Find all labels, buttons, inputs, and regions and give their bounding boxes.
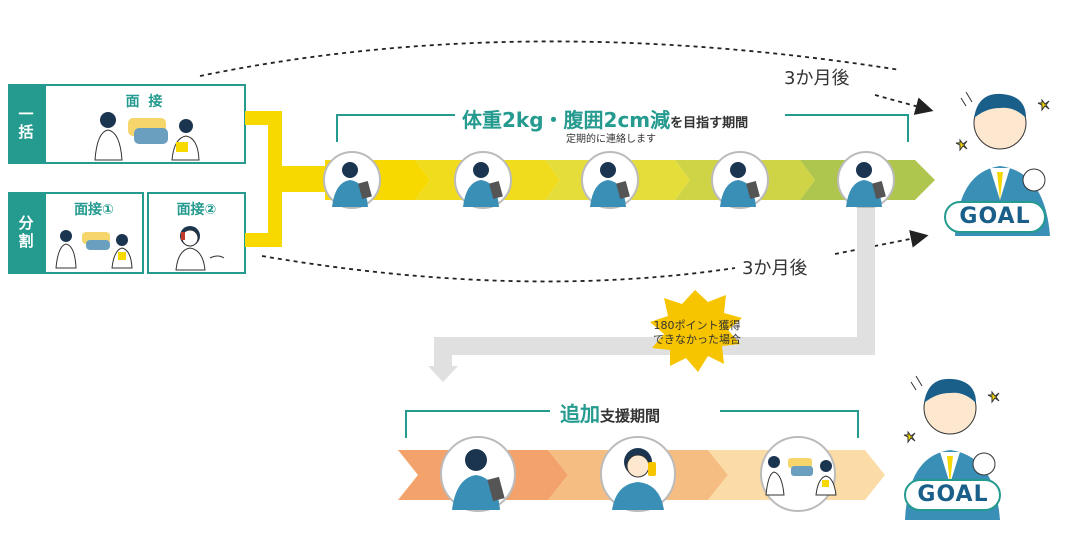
bottom-period-title: 追加支援期間 bbox=[560, 398, 660, 427]
tablet-person-icon bbox=[837, 151, 895, 209]
bottom-bracket-left bbox=[405, 410, 550, 438]
interview-icon bbox=[760, 436, 837, 512]
dashed-curve-top bbox=[199, 40, 901, 77]
burst-line1: 180ポイント獲得 bbox=[653, 319, 741, 332]
tablet-person-icon bbox=[581, 151, 639, 209]
phone-person-icon bbox=[600, 436, 676, 512]
box-mensetsu1-title: 面接① bbox=[74, 202, 114, 218]
box-mensetsu2-title: 面接② bbox=[176, 202, 217, 218]
top-title-prefix: 体重2kg・腹囲2cm減 bbox=[462, 108, 671, 132]
tablet-person-icon bbox=[323, 151, 381, 209]
phone-call-illustration bbox=[175, 226, 225, 271]
goal-man-illustration-bottom bbox=[903, 375, 1001, 520]
connector-stem bbox=[268, 166, 328, 192]
bottom-title-main: 追加 bbox=[560, 402, 600, 426]
goal-label-top: GOAL bbox=[959, 204, 1031, 229]
top-bracket-right bbox=[785, 114, 909, 142]
top-period-title: 体重2kg・腹囲2cm減を目指す期間 bbox=[462, 104, 748, 133]
grey-arrow-head bbox=[428, 366, 458, 382]
interview-illustration bbox=[94, 112, 200, 161]
burst-shape bbox=[650, 290, 742, 372]
tab-ikkatsu: 一括 bbox=[8, 84, 44, 164]
tablet-person-icon bbox=[454, 151, 512, 209]
top-bracket-left bbox=[336, 114, 455, 142]
interview-illustration-small bbox=[55, 230, 133, 269]
goal-label-bottom: GOAL bbox=[917, 482, 989, 507]
dashed-arrow-bottom bbox=[834, 229, 929, 255]
bottom-title-sub: 支援期間 bbox=[600, 407, 661, 425]
bottom-step-circles bbox=[440, 436, 837, 512]
goal-man-illustration-top bbox=[944, 91, 1050, 236]
tab-bunkatsu: 分割 bbox=[8, 192, 44, 274]
tablet-person-icon bbox=[440, 436, 516, 512]
tablet-person-icon bbox=[711, 151, 769, 209]
bottom-bracket-right bbox=[720, 410, 859, 438]
burst-line2: できなかった場合 bbox=[653, 333, 741, 346]
top-title-suffix: を目指す期間 bbox=[670, 116, 749, 131]
after-three-months-upper: 3か月後 bbox=[784, 68, 850, 89]
dashed-curve-bottom bbox=[261, 255, 736, 283]
top-step-circles bbox=[323, 151, 895, 209]
top-period-subtitle: 定期的に連絡します bbox=[566, 134, 656, 145]
after-three-months-lower: 3か月後 bbox=[742, 258, 808, 279]
box-mensetsu-title: 面 接 bbox=[125, 94, 165, 110]
dashed-arrow-top bbox=[874, 94, 934, 115]
